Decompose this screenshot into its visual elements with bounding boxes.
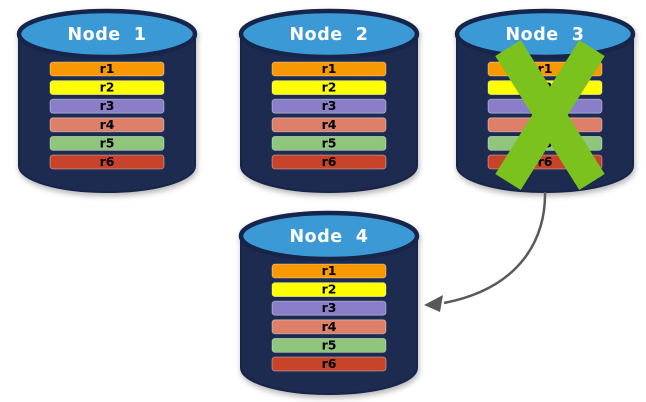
cylinder-top [454,8,636,60]
row-r6 [271,154,387,170]
row-r3 [271,98,387,114]
row-r5-label: r5 [322,135,337,150]
arrow-head [424,295,443,312]
row-r5 [271,135,387,151]
row-r6-label: r6 [100,154,115,169]
row-r2 [271,80,387,95]
row-r4-label: r4 [322,117,337,132]
row-r3-label: r3 [100,98,115,113]
node-title: Node 4 [290,227,369,247]
arrow-curve [443,191,547,305]
node-title: Node 3 [506,25,585,45]
row-r5 [271,337,387,353]
node-2: Node 2 r1 r2 r3 r4 r5 r6 [238,8,420,193]
row-r6-label: r6 [538,154,553,169]
row-r1-label: r1 [538,61,553,76]
node-3: Node 3 r1 r2 r3 r4 r5 r6 [454,8,636,193]
row-r1-label: r1 [322,61,337,76]
row-r4-label: r4 [100,117,115,132]
row-r1-label: r1 [100,61,115,76]
cylinder-top [238,210,420,262]
row-r2-label: r2 [100,80,115,95]
row-r1 [49,61,165,77]
failure-x-icon [495,40,605,190]
row-r3-label: r3 [322,98,337,113]
row-r3 [271,300,387,316]
row-r2 [49,80,165,95]
row-r1 [271,263,387,279]
row-r3 [49,98,165,114]
row-r3-label: r3 [322,300,337,315]
node-1: Node 1 r1 r2 r3 r4 r5 r6 [16,8,198,193]
row-r6 [271,356,387,372]
row-r6-label: r6 [322,154,337,169]
row-r6-label: r6 [322,356,337,371]
node-4: Node 4 r1 r2 r3 r4 r5 r6 [238,210,420,395]
row-r2-label: r2 [322,80,337,95]
row-r5 [49,135,165,151]
row-r5-label: r5 [100,135,115,150]
row-r4 [49,117,165,133]
cylinder-top [238,8,420,60]
row-r4 [271,117,387,133]
row-r6 [49,154,165,170]
row-r1-label: r1 [322,263,337,278]
row-r4-label: r4 [322,319,337,334]
node-title: Node 1 [68,25,147,45]
row-r2 [271,282,387,297]
node-title: Node 2 [290,25,369,45]
row-r1 [271,61,387,77]
row-r2-label: r2 [322,282,337,297]
row-r5-label: r5 [322,337,337,352]
cylinder-top [16,8,198,60]
row-r4 [271,319,387,335]
